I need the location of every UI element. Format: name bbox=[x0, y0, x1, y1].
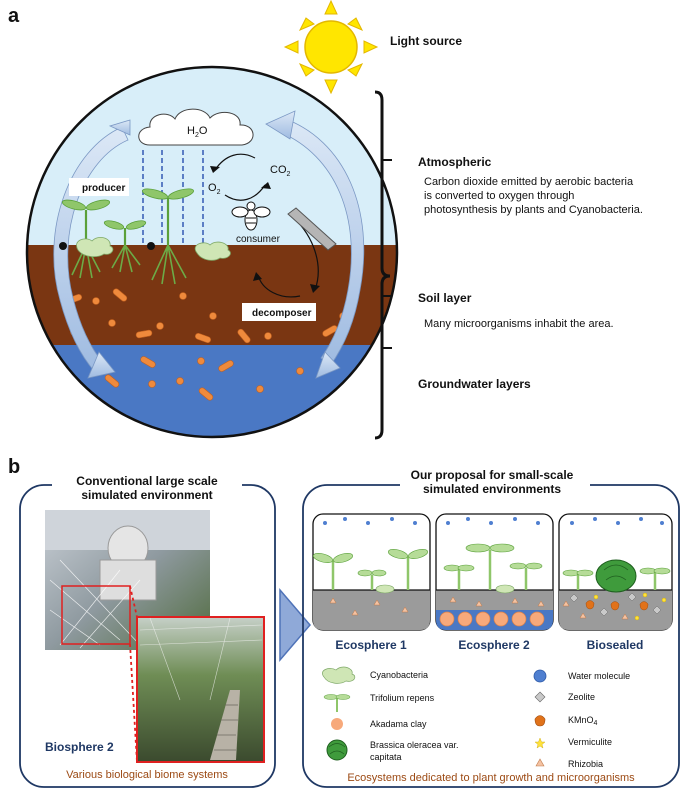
cloud-icon bbox=[138, 108, 254, 146]
cyanobacteria-icon bbox=[322, 666, 356, 684]
layer-atmospheric-title: Atmospheric bbox=[418, 155, 492, 169]
biosealed-label: Biosealed bbox=[587, 638, 644, 652]
layer-soil-line-1: Many microorganisms inhabit the area. bbox=[424, 318, 614, 330]
layer-bracket bbox=[374, 90, 391, 440]
brassica-icon bbox=[326, 739, 348, 761]
legend-brassica-2: capitata bbox=[370, 752, 402, 762]
legend-cyanobacteria: Cyanobacteria bbox=[370, 670, 428, 680]
consumer-label: consumer bbox=[236, 234, 281, 245]
zeolite-icon bbox=[534, 691, 546, 703]
producer-label: producer bbox=[82, 183, 125, 194]
layer-atmospheric-line-2: is converted to oxygen through bbox=[424, 190, 574, 202]
ecosphere-1-label: Ecosphere 1 bbox=[335, 638, 407, 652]
groundwater-layer bbox=[27, 345, 397, 437]
decomposer-label: decomposer bbox=[252, 308, 312, 319]
ecosphere-2-label: Ecosphere 2 bbox=[458, 638, 530, 652]
right-footer: Ecosystems dedicated to plant growth and… bbox=[347, 772, 635, 784]
left-title-line-2: simulated environment bbox=[81, 488, 212, 502]
layer-atmospheric-line-1: Carbon dioxide emitted by aerobic bacter… bbox=[424, 176, 634, 188]
layer-groundwater-title: Groundwater layers bbox=[418, 377, 531, 391]
pipe-icon bbox=[287, 207, 337, 251]
legend-akadama: Akadama clay bbox=[370, 719, 427, 729]
water-molecule-icon bbox=[533, 669, 547, 683]
bee-icon bbox=[231, 201, 271, 231]
light-source-label: Light source bbox=[390, 34, 462, 48]
legend: Cyanobacteria Trifolium repens Akadama c… bbox=[322, 666, 630, 769]
vermiculite-icon bbox=[534, 737, 546, 749]
akadama-clay-icon bbox=[331, 718, 343, 730]
water-label: H2O bbox=[187, 125, 208, 139]
legend-brassica-1: Brassica oleracea var. bbox=[370, 740, 459, 750]
zoom-lines bbox=[129, 585, 138, 763]
panel-b-letter: b bbox=[8, 456, 20, 478]
globe-outline bbox=[25, 65, 399, 439]
legend-kmno4: KMnO4 bbox=[568, 715, 598, 727]
ecosphere-2-diagram bbox=[435, 513, 554, 631]
co2-label: CO2 bbox=[270, 164, 291, 178]
decomposer-box bbox=[242, 303, 316, 321]
trifolium-icon bbox=[323, 694, 351, 712]
proposal-arrow-icon bbox=[279, 587, 311, 663]
legend-trifolium: Trifolium repens bbox=[370, 693, 435, 703]
legend-zeolite: Zeolite bbox=[568, 692, 595, 702]
biosphere-2-label: Biosphere 2 bbox=[45, 740, 114, 754]
plants bbox=[59, 188, 231, 285]
ecosphere-1-diagram bbox=[312, 513, 431, 631]
legend-water-molecule: Water molecule bbox=[568, 671, 630, 681]
left-footer: Various biological biome systems bbox=[66, 769, 228, 781]
legend-vermiculite: Vermiculite bbox=[568, 737, 612, 747]
producer-box bbox=[69, 178, 129, 196]
layer-atmospheric-line-3: photosynthesis by plants and Cyanobacter… bbox=[424, 204, 643, 216]
left-title-line-1: Conventional large scale bbox=[76, 474, 218, 488]
groundwater-bacteria bbox=[104, 356, 304, 401]
legend-rhizobia: Rhizobia bbox=[568, 759, 603, 769]
biosealed-diagram bbox=[558, 513, 673, 631]
o2-label: O2 bbox=[208, 182, 221, 196]
biosphere-inside-photo bbox=[136, 616, 265, 763]
kmno4-icon bbox=[534, 715, 546, 727]
right-title-line-1: Our proposal for small-scale bbox=[411, 468, 574, 482]
layer-soil-title: Soil layer bbox=[418, 291, 472, 305]
right-title-line-2: simulated environments bbox=[423, 482, 561, 496]
rhizobia-icon bbox=[535, 758, 545, 767]
panel-a-letter: a bbox=[8, 5, 20, 27]
sun-icon bbox=[283, 0, 379, 95]
